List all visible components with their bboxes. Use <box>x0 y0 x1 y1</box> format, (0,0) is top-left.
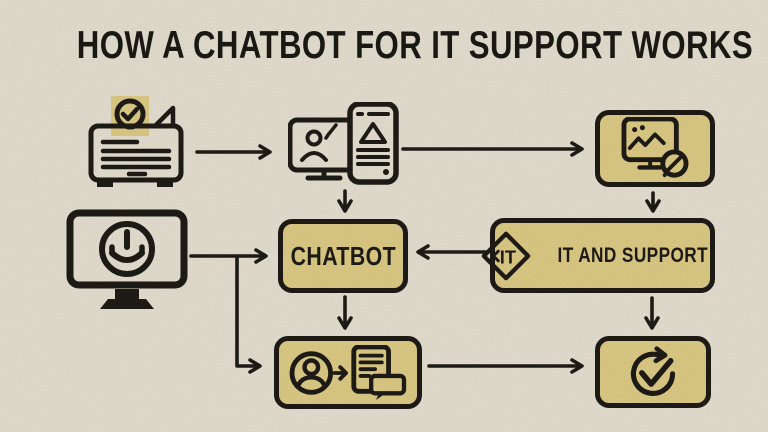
user-to-document-chat-icon <box>289 344 407 400</box>
analysis-node <box>595 110 715 187</box>
it-badge: IT <box>500 246 516 267</box>
monitor-smile-clock-icon <box>66 209 188 309</box>
document-ticket-check-icon <box>88 96 184 187</box>
availability-node <box>66 209 188 313</box>
handoff-node <box>274 336 422 409</box>
screen-scan-icon <box>621 116 689 178</box>
arrow-availability-to-handoff <box>235 254 262 374</box>
monitor-user-phone-icon <box>288 102 399 185</box>
chatbot-label: CHATBOT <box>290 240 396 271</box>
chatbot-node: CHATBOT <box>278 219 408 293</box>
ticket-node <box>85 92 191 190</box>
resolution-node <box>595 336 711 408</box>
it-support-label: IT AND SUPPORT <box>557 243 709 267</box>
it-diamond-icon: IT <box>481 231 531 280</box>
user-device-node <box>288 102 402 188</box>
it-support-node: IT IT AND SUPPORT <box>481 218 715 293</box>
check-cycle-icon <box>630 346 676 396</box>
